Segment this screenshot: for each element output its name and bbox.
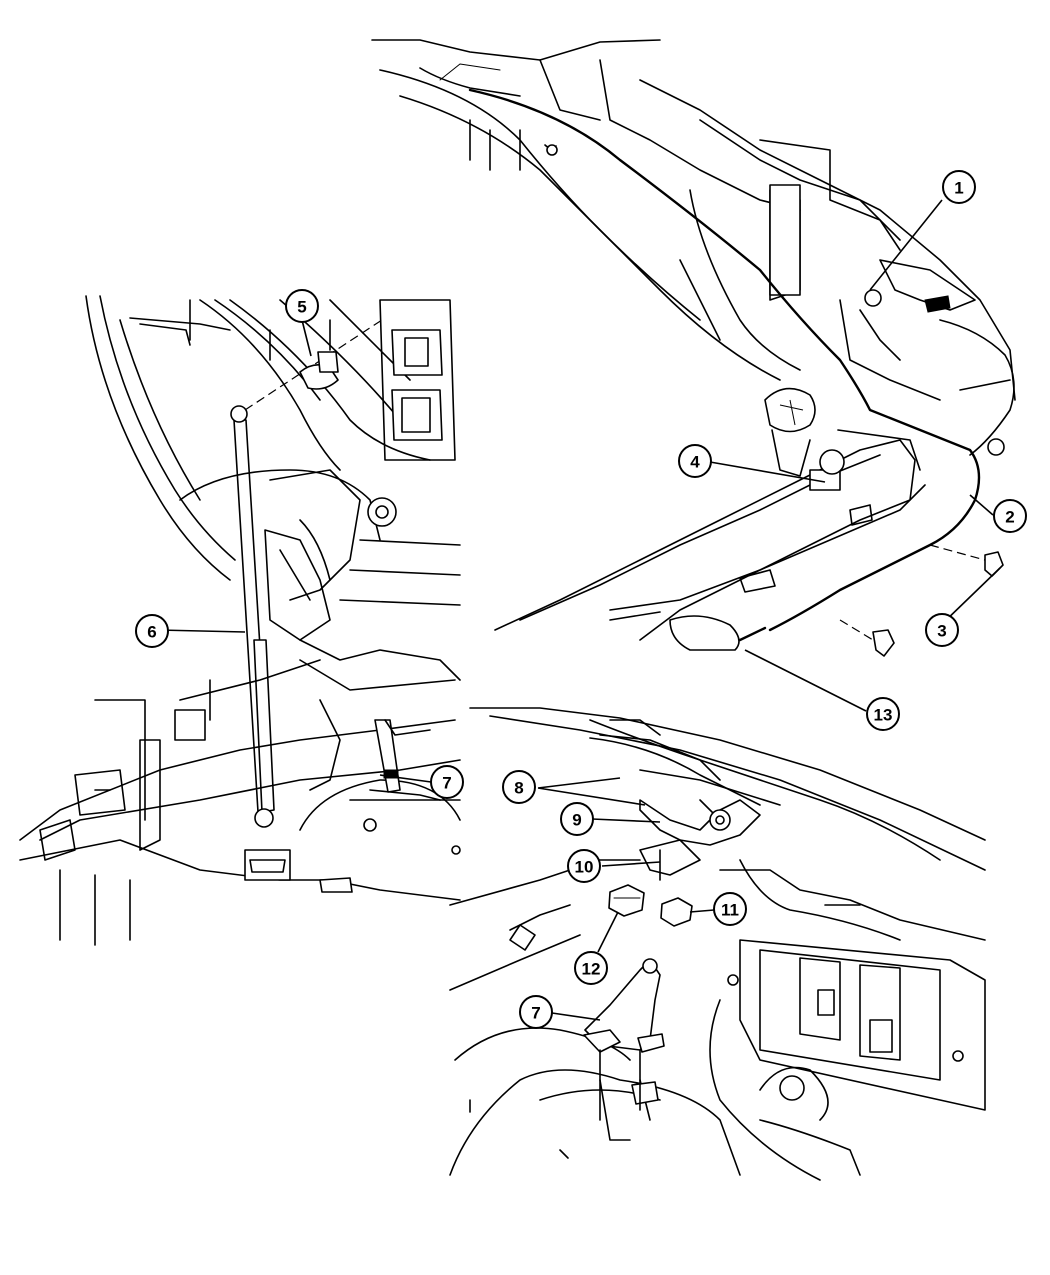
callout-7-right: 7 bbox=[519, 995, 553, 1029]
callout-7-right-label: 7 bbox=[531, 1004, 540, 1023]
callout-1: 1 bbox=[942, 170, 976, 204]
callout-5: 5 bbox=[285, 289, 319, 323]
callout-2: 2 bbox=[993, 499, 1027, 533]
callout-11-label: 11 bbox=[721, 901, 739, 920]
callout-7-left: 7 bbox=[430, 765, 464, 799]
callout-12: 12 bbox=[574, 951, 608, 985]
top-right-view bbox=[371, 39, 1016, 657]
callout-12-label: 12 bbox=[582, 960, 601, 979]
callout-8: 8 bbox=[502, 770, 536, 804]
callout-4: 4 bbox=[678, 444, 712, 478]
callout-10: 10 bbox=[567, 849, 601, 883]
callout-6-label: 6 bbox=[147, 623, 156, 642]
callout-2-label: 2 bbox=[1005, 508, 1014, 527]
callout-5-label: 5 bbox=[297, 298, 306, 317]
callout-13-label: 13 bbox=[874, 706, 893, 725]
callout-11: 11 bbox=[713, 892, 747, 926]
bottom-right-view bbox=[449, 707, 986, 1181]
callout-13: 13 bbox=[866, 697, 900, 731]
callout-3-label: 3 bbox=[937, 622, 946, 641]
callout-8-label: 8 bbox=[514, 779, 523, 798]
callout-9-label: 9 bbox=[572, 811, 581, 830]
left-view bbox=[19, 295, 461, 946]
callout-10-label: 10 bbox=[575, 858, 594, 877]
callout-1-label: 1 bbox=[954, 179, 963, 198]
callout-9: 9 bbox=[560, 802, 594, 836]
leader-lines bbox=[157, 199, 1001, 1021]
callout-4-label: 4 bbox=[690, 453, 700, 472]
callout-6: 6 bbox=[135, 614, 169, 648]
callout-3: 3 bbox=[925, 613, 959, 647]
callout-7-left-label: 7 bbox=[442, 774, 451, 793]
